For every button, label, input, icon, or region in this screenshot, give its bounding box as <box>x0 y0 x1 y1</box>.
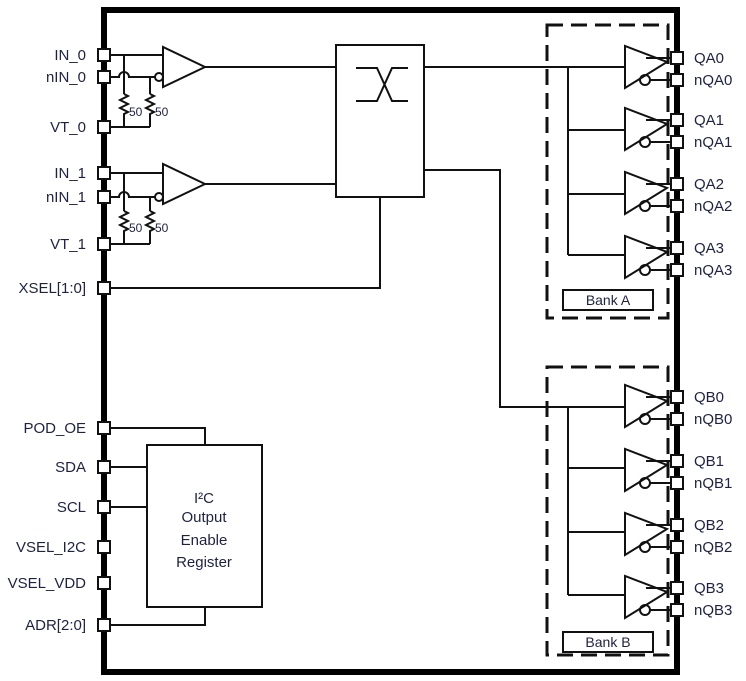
resistor-value: 50 <box>155 221 169 235</box>
i2c-register-block <box>146 444 263 608</box>
input-receiver-1 <box>110 162 208 245</box>
output-buffer <box>568 170 671 216</box>
pin-label: nQA1 <box>694 134 732 151</box>
output-buffer <box>568 447 671 493</box>
bank-a-label: Bank A <box>586 292 631 308</box>
resistor-value: 50 <box>155 105 169 119</box>
pin-vsel-vdd <box>97 576 111 590</box>
pin-label: nQB1 <box>694 475 732 492</box>
resistor-value: 50 <box>129 221 143 235</box>
pin-label: VSEL_I2C <box>16 539 86 556</box>
pin-nqb0 <box>670 412 684 426</box>
bank-a-label-box <box>562 289 654 311</box>
resistor <box>117 210 131 244</box>
pin-label: nIN_0 <box>46 69 86 86</box>
pin-qb0 <box>670 390 684 404</box>
pin-label: ADR[2:0] <box>25 617 86 634</box>
pin-in1 <box>97 166 111 180</box>
pin-label: QA3 <box>694 240 724 257</box>
pin-vt0 <box>97 120 111 134</box>
pin-label: VSEL_VDD <box>8 575 87 592</box>
pin-nqa0 <box>670 73 684 87</box>
register-label-line2: Output <box>181 509 227 526</box>
pin-nqa1 <box>670 135 684 149</box>
chip-outline <box>101 7 680 675</box>
pin-adr <box>97 618 111 632</box>
pin-nin1 <box>97 190 111 204</box>
pin-qa2 <box>670 177 684 191</box>
pin-label: QA2 <box>694 176 724 193</box>
pin-label: QA0 <box>694 50 724 67</box>
pin-label: QB3 <box>694 580 724 597</box>
pin-label: POD_OE <box>23 420 86 437</box>
output-buffer <box>624 44 671 90</box>
pin-label: VT_0 <box>50 119 86 136</box>
pin-label: SCL <box>57 499 86 516</box>
pin-label: QA1 <box>694 112 724 129</box>
pin-label: nIN_1 <box>46 189 86 206</box>
pin-label: nQB0 <box>694 411 732 428</box>
bank-b-label: Bank B <box>585 634 630 650</box>
output-buffer <box>568 234 671 280</box>
bank-b-label-box <box>562 631 654 653</box>
pin-nqa3 <box>670 263 684 277</box>
pin-qa0 <box>670 51 684 65</box>
input-mux <box>110 44 625 408</box>
output-buffer <box>568 106 671 152</box>
pin-nqa2 <box>670 199 684 213</box>
pin-label: nQB3 <box>694 602 732 619</box>
pin-label: IN_0 <box>54 47 86 64</box>
input-receiver-0 <box>110 45 208 128</box>
output-buffer <box>624 383 671 429</box>
pin-label: QB2 <box>694 517 724 534</box>
pin-qb1 <box>670 454 684 468</box>
pin-qb2 <box>670 518 684 532</box>
bank-a-box <box>545 23 670 320</box>
pin-scl <box>97 500 111 514</box>
register-label-line1: I²C <box>194 490 214 507</box>
pin-vsel-i2c <box>97 540 111 554</box>
pin-label: nQA3 <box>694 262 732 279</box>
pin-label: SDA <box>55 459 86 476</box>
pin-pod-oe <box>97 421 111 435</box>
pin-qa1 <box>670 113 684 127</box>
pin-nqb3 <box>670 603 684 617</box>
output-buffer <box>568 511 671 557</box>
pin-label: QB0 <box>694 389 724 406</box>
pin-label: VT_1 <box>50 236 86 253</box>
register-label-line3: Enable <box>181 532 228 549</box>
pin-in0 <box>97 48 111 62</box>
pin-label: XSEL[1:0] <box>18 280 86 297</box>
pin-label: IN_1 <box>54 165 86 182</box>
crossover-icon <box>356 67 408 102</box>
pin-qb3 <box>670 581 684 595</box>
pin-label: nQA2 <box>694 198 732 215</box>
pin-sda <box>97 460 111 474</box>
register-label-line4: Register <box>176 554 232 571</box>
bank-b-box <box>545 365 670 657</box>
resistor-value: 50 <box>129 105 143 119</box>
resistor <box>143 93 157 127</box>
pin-label: QB1 <box>694 453 724 470</box>
pin-nqb1 <box>670 476 684 490</box>
resistor <box>117 93 131 127</box>
pin-qa3 <box>670 241 684 255</box>
pin-nqb2 <box>670 540 684 554</box>
pin-label: nQB2 <box>694 539 732 556</box>
output-buffer <box>568 574 671 620</box>
pin-vt1 <box>97 237 111 251</box>
resistor <box>143 210 157 244</box>
pin-xsel <box>97 281 111 295</box>
pin-nin0 <box>97 70 111 84</box>
pin-label: nQA0 <box>694 72 732 89</box>
